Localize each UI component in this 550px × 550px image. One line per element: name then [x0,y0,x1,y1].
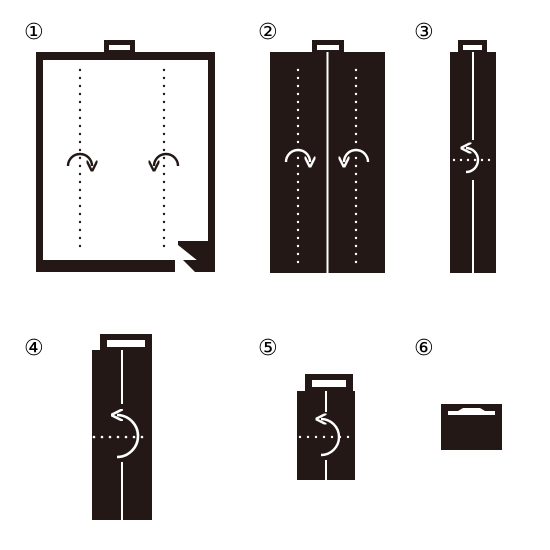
step-1-fold-arrow-right [154,152,180,166]
step-2: ② [258,20,385,273]
step-5-fold-arrow [321,419,341,457]
step-3-fold-arrow [466,148,480,174]
step-4-tab [100,334,152,353]
step-2-fold-arrow-left [284,148,310,162]
step-3-number: ③ [414,20,434,45]
step-4-number: ④ [24,336,44,361]
step-1: ① [24,20,215,272]
step-6-number: ⑥ [414,336,434,361]
step-1-tab [104,40,135,55]
step-1-corner-fold [178,241,208,265]
step-1-number: ① [24,20,44,45]
step-5-tab [305,374,353,393]
step-6: ⑥ [414,336,502,450]
step-2-fold-arrow-right [344,148,370,162]
step-5: ⑤ [258,336,355,480]
step-3: ③ [414,20,496,273]
step-2-number: ② [258,20,278,45]
step-3-tab [458,40,487,55]
step-2-tab [312,40,344,55]
step-4-fold-arrow [117,415,140,459]
step-6-folded-result [441,404,502,450]
step-4: ④ [24,334,152,520]
step-5-number: ⑤ [258,336,278,361]
step-1-fold-arrow-left [66,152,92,166]
